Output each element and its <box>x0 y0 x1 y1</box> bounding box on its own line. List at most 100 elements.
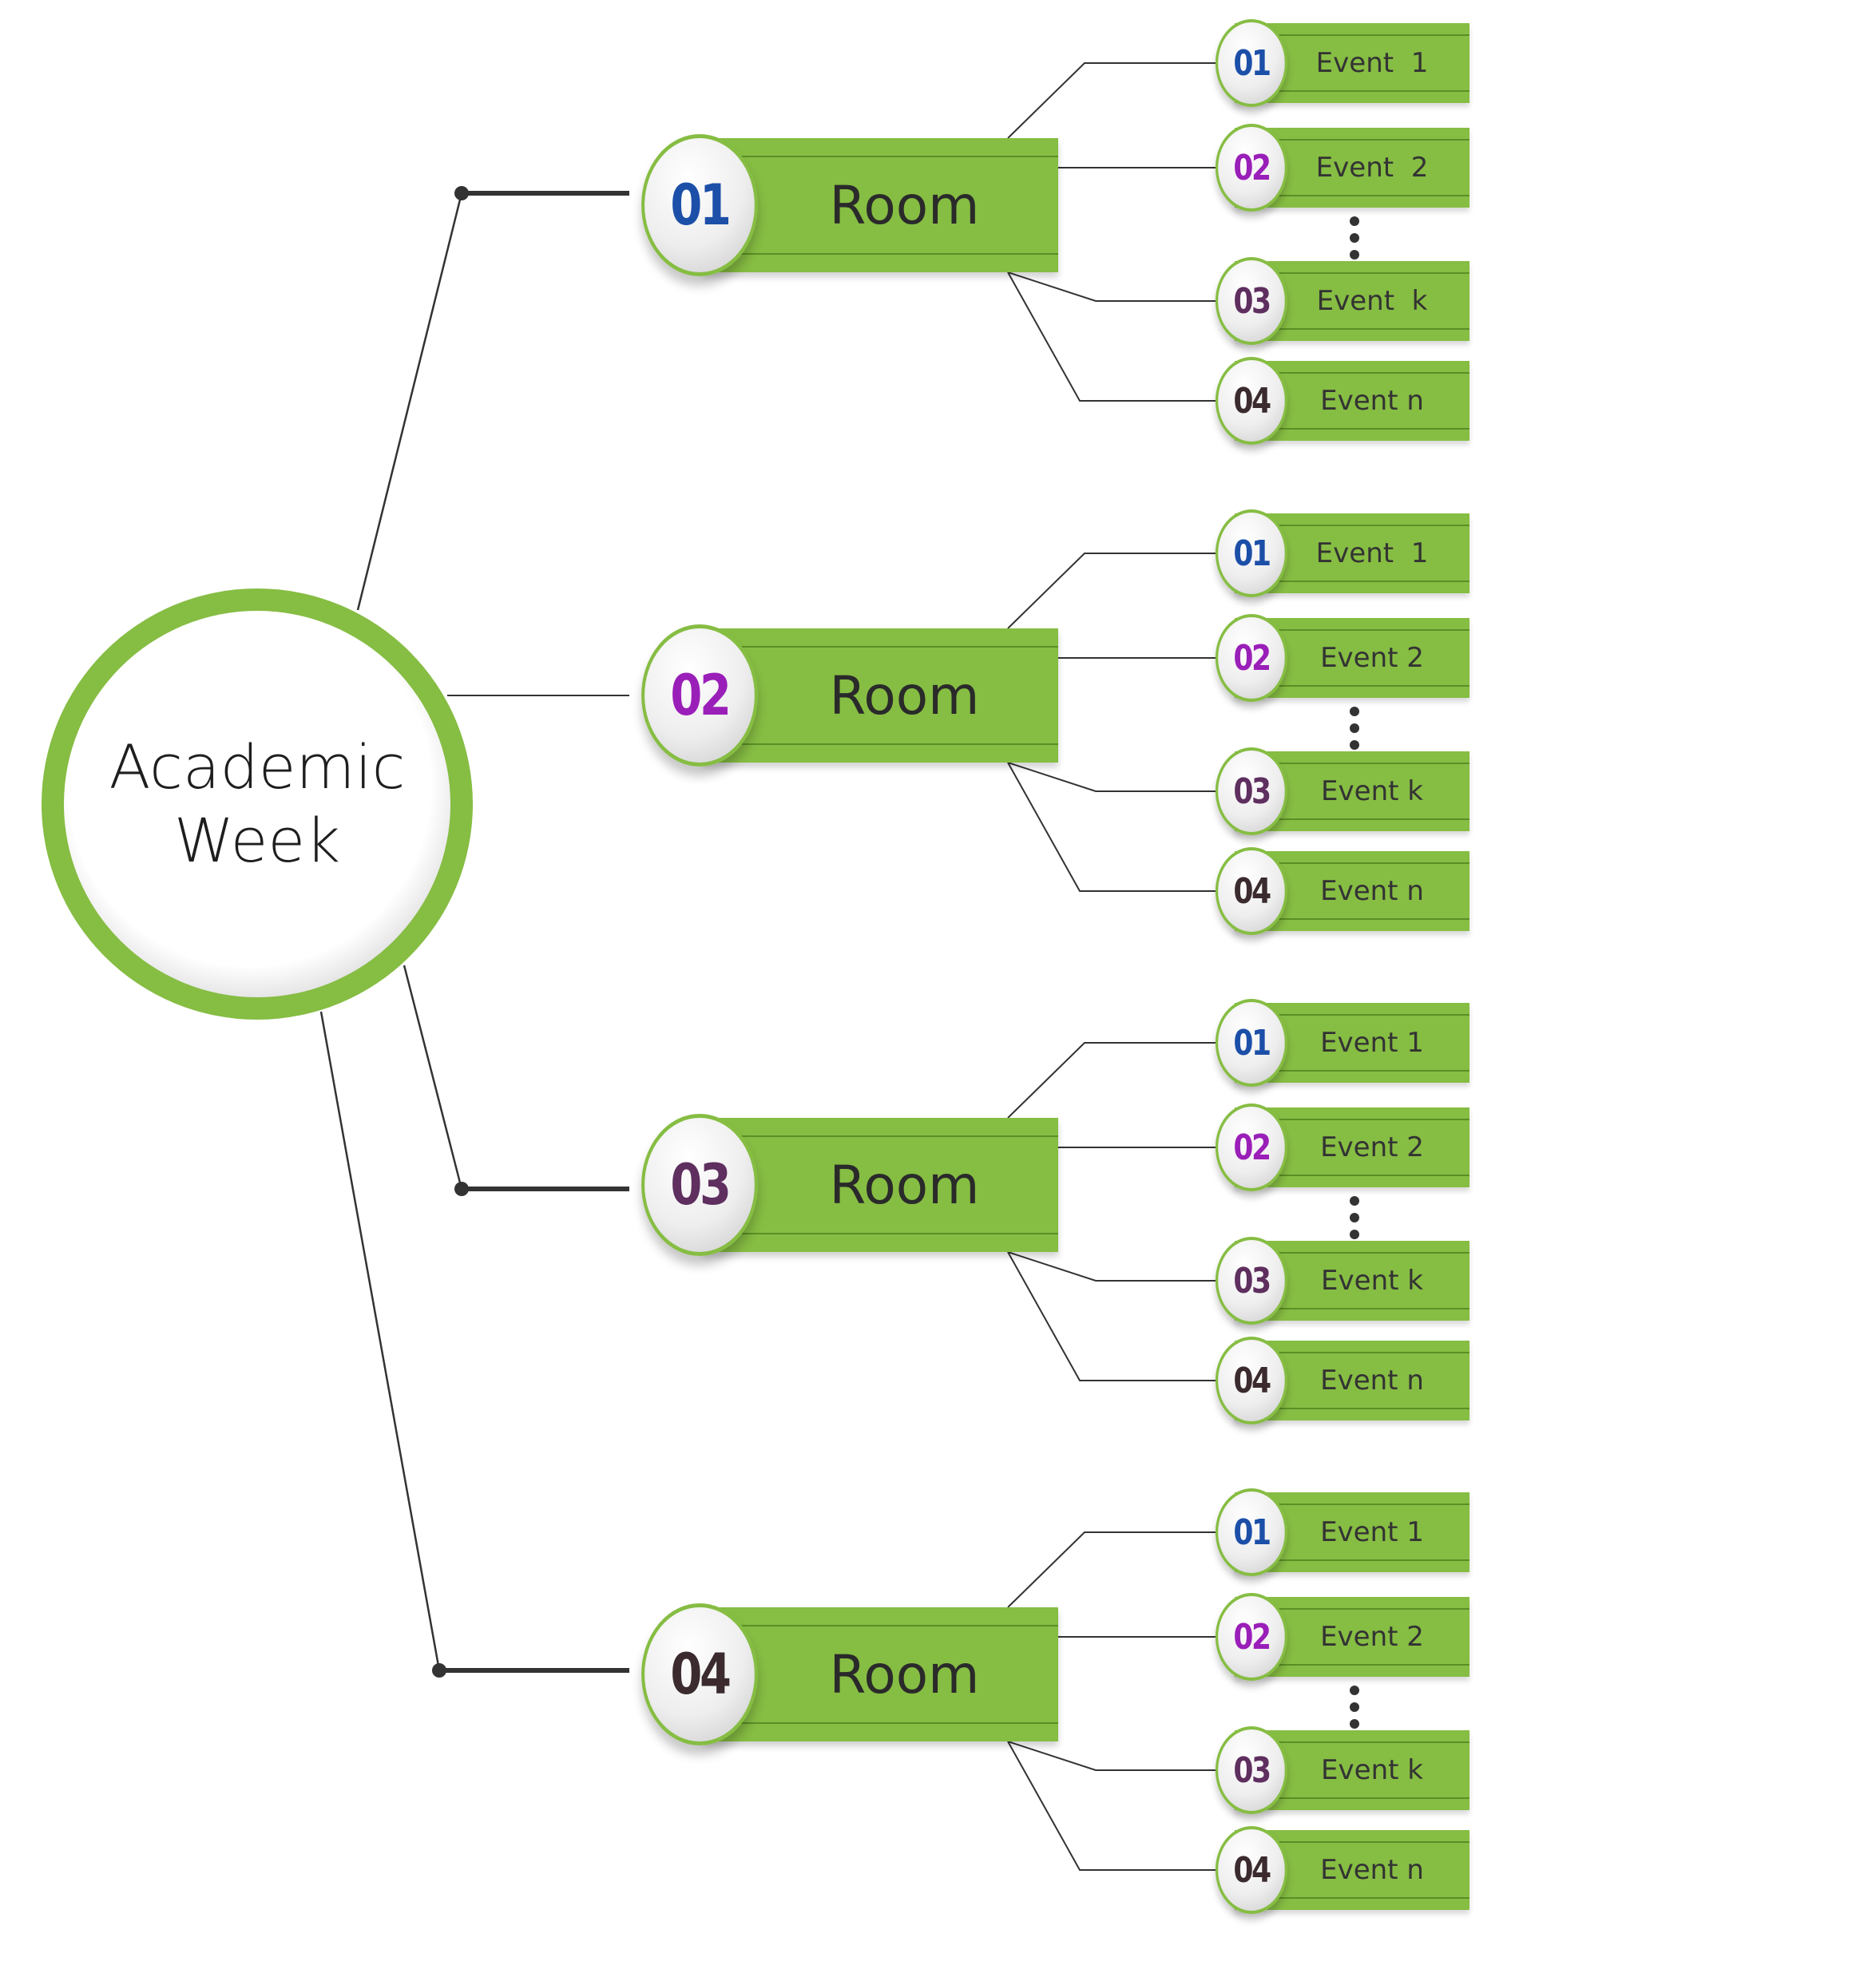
room-01-event-01-label: Event 1 <box>1315 47 1429 79</box>
room-03-event-02-badge: 02 <box>1215 1103 1288 1191</box>
room-01-event-03-label: Event k <box>1316 285 1428 317</box>
room-01-label: Room <box>829 174 980 236</box>
event-bar-stripe-bottom <box>1235 1070 1469 1072</box>
room-04-event-01-label: Event 1 <box>1320 1516 1424 1548</box>
event-bar-stripe-top <box>1235 1504 1469 1505</box>
room-bar-stripe-top <box>703 646 1058 648</box>
room-03-event-02-label: Event 2 <box>1320 1131 1424 1163</box>
connector-event-01 <box>1007 62 1218 139</box>
event-bar-stripe-top <box>1235 763 1469 764</box>
connector-event-03 <box>1007 762 1218 792</box>
room-02-event-04-label: Event n <box>1320 875 1424 907</box>
center-node <box>64 611 450 997</box>
room-03-event-01-badge: 01 <box>1215 999 1288 1087</box>
event-bar-stripe-bottom <box>1235 1175 1469 1176</box>
room-03-event-04-label: Event n <box>1320 1365 1424 1397</box>
event-bar-stripe-top <box>1235 1841 1469 1843</box>
room-04-event-02-label: Event 2 <box>1320 1621 1424 1653</box>
event-bar-stripe-top <box>1235 629 1469 631</box>
connector-event-04 <box>1007 1741 1218 1871</box>
room-bar-stripe-bottom <box>703 743 1058 745</box>
room-04-event-04-label: Event n <box>1320 1854 1424 1886</box>
center-node-label: Academic Week <box>64 611 450 997</box>
event-bar-stripe-top <box>1235 34 1469 36</box>
event-bar-stripe-top <box>1235 1252 1469 1254</box>
event-bar-stripe-top <box>1235 1741 1469 1743</box>
room-bar-stripe-top <box>703 1135 1058 1137</box>
room-01-badge: 01 <box>641 134 758 276</box>
room-02-event-04-badge: 04 <box>1215 847 1288 935</box>
room-bar-stripe-top <box>703 1625 1058 1626</box>
room-02-ellipsis-icon <box>1350 707 1359 750</box>
room-01-bar: Room <box>703 138 1058 272</box>
room-01-event-04-label: Event n <box>1320 385 1424 417</box>
event-bar-stripe-bottom <box>1235 1408 1469 1409</box>
event-bar-stripe-top <box>1235 1119 1469 1120</box>
room-04-event-01-badge: 01 <box>1215 1488 1288 1576</box>
event-bar-stripe-top <box>1235 1352 1469 1353</box>
ellipsis-dot <box>1350 233 1359 243</box>
room-02-event-03-badge: 03 <box>1215 747 1288 835</box>
room-02-event-03-label: Event k <box>1321 775 1423 807</box>
room-02-badge: 02 <box>641 624 758 767</box>
ellipsis-dot <box>1350 723 1359 733</box>
connector-event-01 <box>1007 553 1218 629</box>
room-04-badge: 04 <box>641 1603 758 1745</box>
event-bar-stripe-bottom <box>1235 1664 1469 1666</box>
ellipsis-dot <box>1350 250 1359 260</box>
connector-event-04 <box>1007 271 1218 402</box>
event-bar-stripe-bottom <box>1235 1797 1469 1799</box>
connector-node-room-04 <box>432 1663 446 1678</box>
room-01-event-01-badge: 01 <box>1215 19 1288 107</box>
event-bar-stripe-bottom <box>1235 580 1469 582</box>
event-bar-stripe-bottom <box>1235 195 1469 196</box>
ellipsis-dot <box>1350 740 1359 750</box>
event-bar-stripe-bottom <box>1235 328 1469 330</box>
event-bar-stripe-bottom <box>1235 90 1469 92</box>
event-bar-stripe-top <box>1235 862 1469 864</box>
connector-room-01 <box>356 192 463 611</box>
event-bar-stripe-bottom <box>1235 1308 1469 1309</box>
connector-event-04 <box>1007 762 1218 892</box>
room-02-event-01-label: Event 1 <box>1315 537 1429 569</box>
event-bar-stripe-bottom <box>1235 818 1469 820</box>
event-bar-stripe-top <box>1235 372 1469 374</box>
ellipsis-dot <box>1350 1213 1359 1222</box>
room-bar-stripe-top <box>703 156 1058 157</box>
connector-event-01 <box>1007 1531 1218 1608</box>
connector-node-room-03 <box>454 1182 469 1196</box>
room-02-event-02-label: Event 2 <box>1320 642 1424 674</box>
room-bar-stripe-bottom <box>703 253 1058 255</box>
ellipsis-dot <box>1350 707 1359 716</box>
ellipsis-dot <box>1350 1196 1359 1206</box>
room-04-event-02-badge: 02 <box>1215 1593 1288 1681</box>
room-03-bar: Room <box>703 1118 1058 1252</box>
room-03-label: Room <box>829 1154 980 1216</box>
room-04-ellipsis-icon <box>1350 1686 1359 1729</box>
room-03-event-03-badge: 03 <box>1215 1237 1288 1325</box>
room-bar-stripe-bottom <box>703 1722 1058 1724</box>
event-bar-stripe-bottom <box>1235 1897 1469 1899</box>
room-04-event-04-badge: 04 <box>1215 1826 1288 1914</box>
room-02-event-01-badge: 01 <box>1215 509 1288 597</box>
event-bar-stripe-top <box>1235 139 1469 141</box>
ellipsis-dot <box>1350 1230 1359 1239</box>
event-bar-stripe-bottom <box>1235 918 1469 920</box>
room-03-event-01-label: Event 1 <box>1320 1027 1424 1059</box>
event-bar-stripe-bottom <box>1235 685 1469 687</box>
center-title-line-2: Week <box>173 805 341 876</box>
connector-event-04 <box>1007 1251 1218 1381</box>
room-02-event-02-badge: 02 <box>1215 614 1288 702</box>
room-04-event-03-badge: 03 <box>1215 1726 1288 1814</box>
ellipsis-dot <box>1350 1719 1359 1729</box>
room-03-event-04-badge: 04 <box>1215 1337 1288 1424</box>
room-01-event-02-label: Event 2 <box>1315 152 1429 184</box>
event-bar-stripe-top <box>1235 1014 1469 1016</box>
connector-event-01 <box>1007 1042 1218 1119</box>
connector-room-03 <box>403 965 463 1190</box>
event-bar-stripe-top <box>1235 525 1469 526</box>
event-bar-stripe-top <box>1235 1608 1469 1610</box>
room-04-event-03-label: Event k <box>1321 1754 1423 1786</box>
